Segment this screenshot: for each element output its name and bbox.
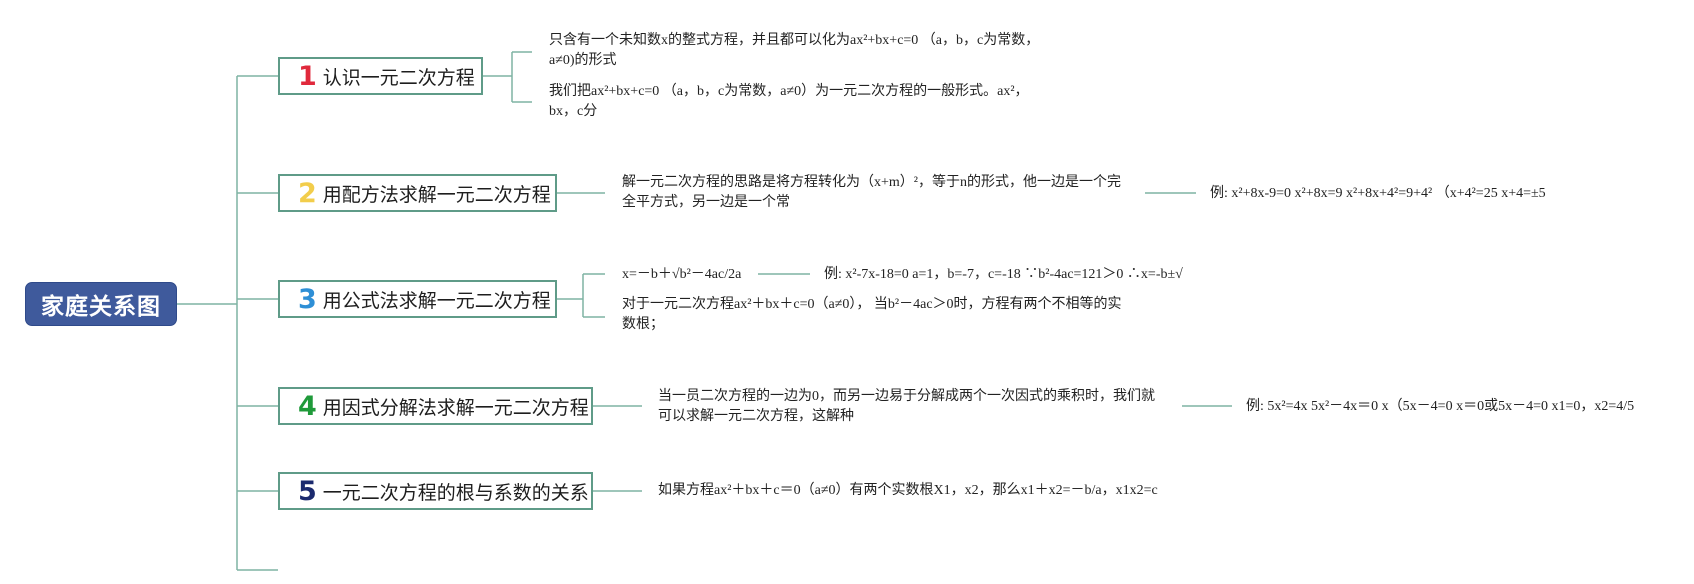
topic-4-detail-1[interactable]: 当一员二次方程的一边为0，而另一边易于分解成两个一次因式的乘积时，我们就可以求解… bbox=[658, 389, 1155, 424]
topic-1-detail-1[interactable]: 只含有一个未知数x的整式方程，并且都可以化为ax²+bx+c=0 （a，b，c为… bbox=[549, 33, 1040, 68]
topic-3-example[interactable]: 例: x²-7x-18=0 a=1，b=-7，c=-18 ∵b²-4ac=121… bbox=[824, 267, 1183, 282]
topic-3-formula[interactable]: x=－b＋√b²－4ac/2a bbox=[622, 267, 742, 282]
topic-1-detail-2[interactable]: 我们把ax²+bx+c=0 （a，b，c为常数，a≠0）为一元二次方程的一般形式… bbox=[549, 84, 1029, 119]
topic-1-label: 认识一元二次方程 bbox=[322, 66, 475, 89]
topic-2-number-icon: 2 bbox=[298, 177, 317, 209]
topic-4-example[interactable]: 例: 5x²=4x 5x²－4x＝0 x（5x－4=0 x＝0或5x－4=0 x… bbox=[1246, 399, 1635, 414]
root-node[interactable]: 家庭关系图 bbox=[25, 282, 177, 326]
topic-5-label: 一元二次方程的根与系数的关系 bbox=[322, 481, 589, 504]
topic-2-example[interactable]: 例: x²+8x-9=0 x²+8x=9 x²+8x+4²=9+4² （x+4²… bbox=[1210, 186, 1546, 201]
topic-3[interactable]: 3 用公式法求解一元二次方程 bbox=[278, 280, 557, 318]
topic-3-detail-2[interactable]: 对于一元二次方程ax²＋bx＋c=0（a≠0）， 当b²－4ac＞0时，方程有两… bbox=[622, 297, 1122, 332]
topic-4[interactable]: 4 用因式分解法求解一元二次方程 bbox=[278, 387, 593, 425]
topic-1-number-icon: 1 bbox=[298, 60, 317, 92]
topic-5-number-icon: 5 bbox=[298, 475, 317, 507]
topic-5-detail-1[interactable]: 如果方程ax²＋bx＋c＝0（a≠0）有两个实数根X1，x2，那么x1＋x2=－… bbox=[658, 483, 1158, 498]
topic-2[interactable]: 2 用配方法求解一元二次方程 bbox=[278, 174, 557, 212]
topic-5[interactable]: 5 一元二次方程的根与系数的关系 bbox=[278, 472, 593, 510]
topic-2-label: 用配方法求解一元二次方程 bbox=[322, 183, 551, 206]
topic-4-label: 用因式分解法求解一元二次方程 bbox=[322, 396, 589, 419]
topic-3-label: 用公式法求解一元二次方程 bbox=[322, 289, 551, 312]
topic-3-number-icon: 3 bbox=[298, 283, 317, 315]
topic-2-detail-1[interactable]: 解一元二次方程的思路是将方程转化为（x+m）²，等于n的形式，他一边是一个完全平… bbox=[622, 175, 1121, 210]
topic-4-number-icon: 4 bbox=[298, 390, 317, 422]
topic-1[interactable]: 1 认识一元二次方程 bbox=[278, 57, 483, 95]
